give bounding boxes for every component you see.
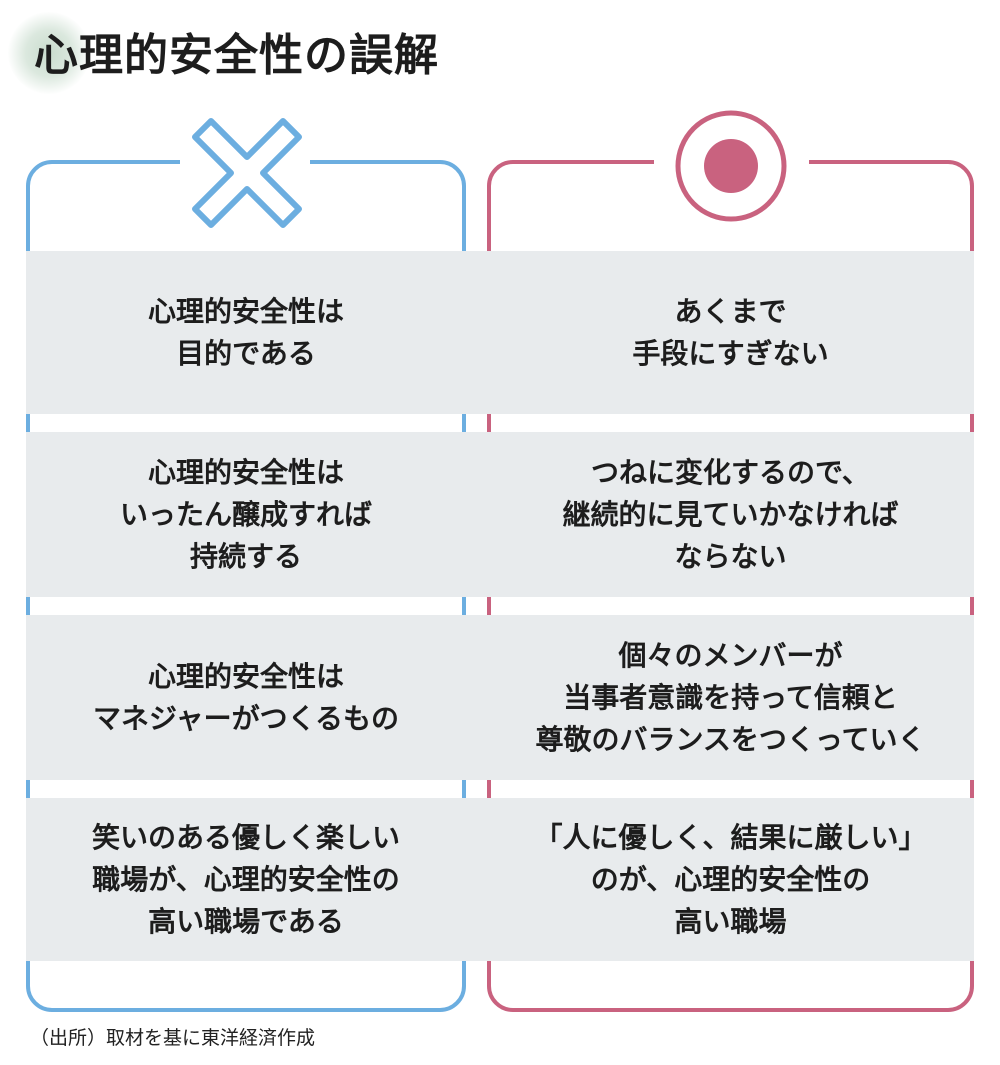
- truth-item: あくまで 手段にすぎない: [487, 251, 974, 414]
- text-line: 高い職場: [674, 904, 787, 938]
- text-line: 「人に優しく、結果に厳しい」: [534, 820, 927, 854]
- misconception-item: 心理的安全性は マネジャーがつくるもの: [26, 615, 466, 780]
- text-line: ならない: [674, 539, 787, 573]
- text-line: つねに変化するので、: [591, 455, 870, 489]
- text-line: 心理的安全性は: [147, 294, 344, 328]
- text-line: 心理的安全性は: [147, 659, 344, 693]
- misconception-item: 笑いのある優しく楽しい 職場が、心理的安全性の 高い職場である: [26, 798, 466, 961]
- text-line: 当事者意識を持って信頼と: [563, 680, 898, 714]
- text-line: あくまで: [674, 294, 787, 328]
- truth-item: 「人に優しく、結果に厳しい」 のが、心理的安全性の 高い職場: [487, 798, 974, 961]
- text-line: 職場が、心理的安全性の: [92, 862, 400, 896]
- text-line: 持続する: [189, 539, 302, 573]
- text-line: マネジャーがつくるもの: [92, 701, 400, 735]
- text-line: 目的である: [176, 336, 316, 370]
- text-line: 手段にすぎない: [632, 336, 829, 370]
- text-line: 尊敬のバランスをつくっていく: [535, 722, 926, 756]
- title-decoration: [8, 12, 90, 94]
- truth-item: つねに変化するので、 継続的に見ていかなければ ならない: [487, 432, 974, 597]
- text-line: 個々のメンバーが: [618, 638, 843, 672]
- circle-mark-icon: [675, 110, 787, 222]
- source-note: （出所）取材を基に東洋経済作成: [30, 1027, 316, 1049]
- x-mark-icon: [192, 118, 302, 228]
- text-line: 継続的に見ていかなければ: [562, 497, 899, 531]
- truth-item: 個々のメンバーが 当事者意識を持って信頼と 尊敬のバランスをつくっていく: [487, 615, 974, 780]
- text-line: のが、心理的安全性の: [590, 862, 871, 896]
- row-band: [26, 615, 974, 780]
- misconception-item: 心理的安全性は いったん醸成すれば 持続する: [26, 432, 466, 597]
- text-line: 笑いのある優しく楽しい: [91, 820, 400, 854]
- row-band: [26, 251, 974, 414]
- misconception-item: 心理的安全性は 目的である: [26, 251, 466, 414]
- text-line: いったん醸成すれば: [119, 497, 372, 531]
- page-title: 心理的安全性の誤解: [34, 30, 439, 81]
- text-line: 高い職場である: [148, 904, 344, 938]
- row-band: [26, 798, 974, 961]
- row-band: [26, 432, 974, 597]
- text-line: 心理的安全性は: [147, 455, 344, 489]
